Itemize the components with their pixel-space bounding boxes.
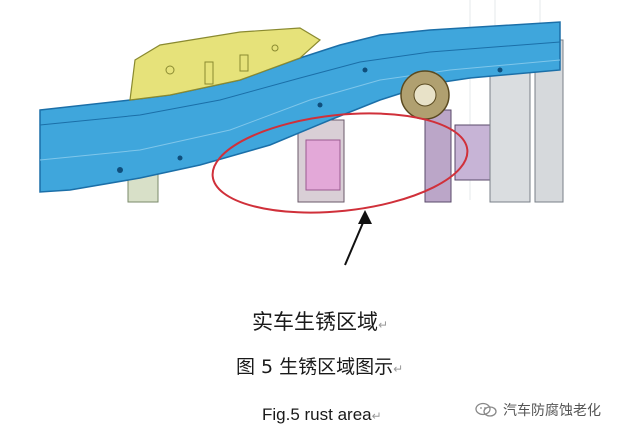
rust-area-circle bbox=[211, 112, 469, 214]
paragraph-mark-icon: ↵ bbox=[378, 318, 389, 332]
rail-holes bbox=[117, 67, 503, 173]
yellow-bracket bbox=[129, 27, 322, 101]
pointer-arrow bbox=[344, 210, 372, 266]
caption-chinese-title: 实车生锈区域↵ bbox=[252, 310, 389, 334]
wechat-official-account-icon bbox=[475, 402, 497, 417]
watermark-text: 汽车防腐蚀老化 bbox=[503, 403, 601, 419]
rust-area-figure bbox=[39, 0, 564, 266]
watermark: 汽车防腐蚀老化 bbox=[475, 400, 601, 420]
caption-chinese-figure: 图 5 生锈区域图示↵ bbox=[236, 356, 404, 378]
paragraph-mark-icon: ↵ bbox=[393, 362, 404, 376]
paragraph-mark-icon: ↵ bbox=[371, 409, 382, 423]
round-mount bbox=[400, 70, 450, 120]
caption-english-figure: Fig.5 rust area↵ bbox=[262, 405, 382, 424]
